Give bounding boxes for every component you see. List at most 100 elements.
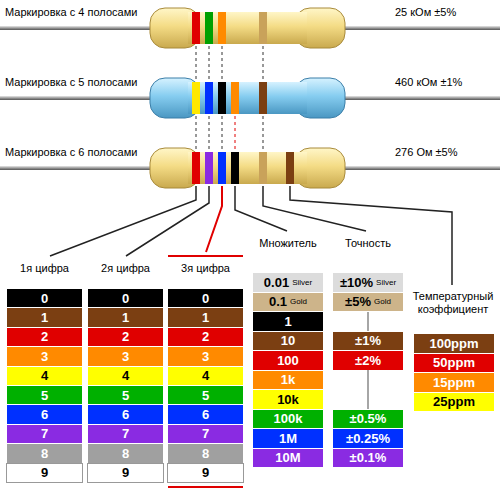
column-header: Температурный коэффициент <box>408 290 498 316</box>
color-cell: 100k <box>253 410 323 429</box>
cell-value: 0 <box>122 291 129 306</box>
color-cell: 50ppm <box>414 354 494 373</box>
cell-value: ±0.25% <box>346 431 390 446</box>
resistor-caption: Маркировка с 4 полосами <box>5 6 147 19</box>
cell-value: 100 <box>277 353 299 368</box>
color-cell: 9 <box>88 464 163 482</box>
cell-value: 2 <box>122 329 129 344</box>
cell-value: ±0.1% <box>350 450 387 465</box>
cell-value: 25ppm <box>433 394 475 409</box>
cell-value: 9 <box>122 465 129 480</box>
color-cell: 100 <box>253 351 323 370</box>
color-cell: ±0.1% <box>333 449 403 468</box>
color-cell: 0 <box>168 289 243 307</box>
color-cell: 1 <box>168 308 243 326</box>
cell-value: 3 <box>41 349 48 364</box>
color-cell: 15ppm <box>414 373 494 392</box>
color-cell: 1 <box>7 308 82 326</box>
color-cell: ±10%Silver <box>333 273 403 292</box>
resistor-symbol <box>150 8 345 48</box>
cell-value: 10k <box>277 392 299 407</box>
resistor-value: 276 Ом ±5% <box>395 146 497 159</box>
cell-value: 1 <box>41 310 48 325</box>
cell-value: 8 <box>202 446 209 461</box>
color-cell: 5 <box>168 386 243 404</box>
leader-line <box>206 186 222 252</box>
color-cell: 7 <box>7 425 82 443</box>
color-cell: 1k <box>253 371 323 390</box>
cell-value: 5 <box>122 388 129 403</box>
cell-value: 9 <box>41 465 48 480</box>
slot-line <box>367 312 369 331</box>
color-cell: 0 <box>88 289 163 307</box>
color-cell: 4 <box>88 367 163 385</box>
color-cell: 5 <box>7 386 82 404</box>
cell-value: 1 <box>284 314 291 329</box>
resistor-caption: Маркировка с 5 полосами <box>5 76 147 89</box>
cell-value: 0.1 <box>269 294 287 309</box>
resistor-symbol <box>150 78 345 118</box>
color-cell: 9 <box>7 464 82 482</box>
color-cell: 8 <box>7 444 82 462</box>
color-cell: 10 <box>253 332 323 351</box>
color-cell: 8 <box>168 444 243 462</box>
color-cell: 25ppm <box>414 393 494 412</box>
cell-value: 1k <box>281 372 295 387</box>
color-cell: 7 <box>88 425 163 443</box>
color-cell: 10k <box>253 390 323 409</box>
color-cell: 9 <box>168 464 243 482</box>
cell-value: ±0.5% <box>350 411 387 426</box>
cell-value: 1 <box>122 310 129 325</box>
resistor-caption: Маркировка с 6 полосами <box>5 146 147 159</box>
material-name: Gold <box>290 294 307 309</box>
cell-value: 6 <box>41 407 48 422</box>
color-cell: ±0.25% <box>333 429 403 448</box>
slot-line <box>367 370 369 409</box>
cell-value: 6 <box>202 407 209 422</box>
color-cell: 0.1Gold <box>253 293 323 312</box>
alignment-line <box>196 46 263 150</box>
cell-value: 4 <box>41 368 48 383</box>
color-cell: 3 <box>88 347 163 365</box>
color-cell: ±0.5% <box>333 410 403 429</box>
column-header: 1я цифра <box>7 262 82 275</box>
cell-value: 10M <box>275 450 300 465</box>
color-cell: ±2% <box>333 351 403 370</box>
cell-value: 9 <box>202 465 209 480</box>
cell-value: 8 <box>41 446 48 461</box>
cell-value: 100ppm <box>429 336 478 351</box>
cell-value: 15ppm <box>433 375 475 390</box>
color-cell: 4 <box>168 367 243 385</box>
cell-value: 4 <box>202 368 209 383</box>
color-cell: 1 <box>253 312 323 331</box>
color-cell: 6 <box>88 405 163 423</box>
color-cell: 3 <box>7 347 82 365</box>
color-cell: 100ppm <box>414 334 494 353</box>
cell-value: 5 <box>202 388 209 403</box>
color-cell: ±5%Gold <box>333 293 403 312</box>
cell-value: 3 <box>202 349 209 364</box>
cell-value: 7 <box>41 426 48 441</box>
cell-value: 8 <box>122 446 129 461</box>
resistor-value: 25 кОм ±5% <box>395 6 497 19</box>
cell-value: 1M <box>279 431 297 446</box>
cell-value: 0 <box>41 291 48 306</box>
leader-line <box>50 186 452 285</box>
cell-value: 0.01 <box>264 275 289 290</box>
color-cell: 3 <box>168 347 243 365</box>
color-cell: 8 <box>88 444 163 462</box>
color-cell: 2 <box>88 328 163 346</box>
material-name: Silver <box>292 275 312 290</box>
cell-value: 2 <box>41 329 48 344</box>
color-cell: 2 <box>168 328 243 346</box>
color-cell: 0.01Silver <box>253 273 323 292</box>
cell-value: 4 <box>122 368 129 383</box>
cell-value: 10 <box>281 333 295 348</box>
color-cell: 5 <box>88 386 163 404</box>
cell-value: ±10% <box>340 275 373 290</box>
color-cell: 1M <box>253 429 323 448</box>
cell-value: ±5% <box>345 294 371 309</box>
color-cell: 6 <box>168 405 243 423</box>
color-cell: ±1% <box>333 332 403 351</box>
cell-value: 6 <box>122 407 129 422</box>
